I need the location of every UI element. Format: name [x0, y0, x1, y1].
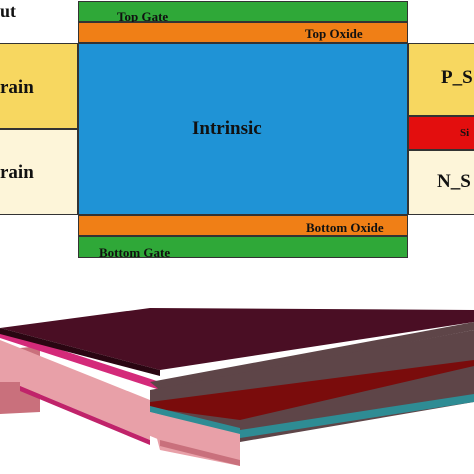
corner-text: ut	[0, 1, 17, 21]
n-source-label: N_S	[437, 171, 471, 192]
top-plate-front-edge	[0, 328, 160, 376]
drain-lower-label: rain	[0, 162, 34, 183]
red-region	[408, 116, 474, 150]
right-pink-block	[150, 412, 240, 466]
teal-lower-right	[240, 394, 474, 438]
top-oxide-layer	[78, 22, 408, 43]
device-3d-view	[0, 308, 474, 466]
top-oxide-label: Top Oxide	[305, 26, 363, 41]
left-slab-face	[20, 348, 150, 440]
right-body-top	[150, 322, 474, 390]
intrinsic-channel	[78, 43, 408, 215]
top-plate	[0, 308, 474, 370]
bottom-gate-layer	[78, 236, 408, 258]
red-stripe	[150, 360, 474, 420]
left-magenta-bottom	[20, 386, 150, 445]
right-pink-front	[160, 440, 240, 466]
red-region-label: Si	[460, 127, 470, 139]
p-source-region	[408, 43, 474, 116]
p-source-label: P_S	[441, 67, 473, 88]
drain-upper-region	[0, 43, 78, 129]
bottom-gate-label: Bottom Gate	[99, 245, 171, 260]
bottom-oxide-layer	[78, 215, 408, 236]
top-gate-layer	[78, 1, 408, 22]
intrinsic-label: Intrinsic	[192, 118, 262, 139]
top-gate-label: Top Gate	[117, 9, 169, 24]
left-magenta-top	[0, 330, 160, 390]
n-source-region	[408, 150, 474, 215]
bottom-oxide-label: Bottom Oxide	[306, 220, 384, 235]
drain-upper-label: rain	[0, 77, 34, 98]
drain-lower-region	[0, 129, 78, 215]
